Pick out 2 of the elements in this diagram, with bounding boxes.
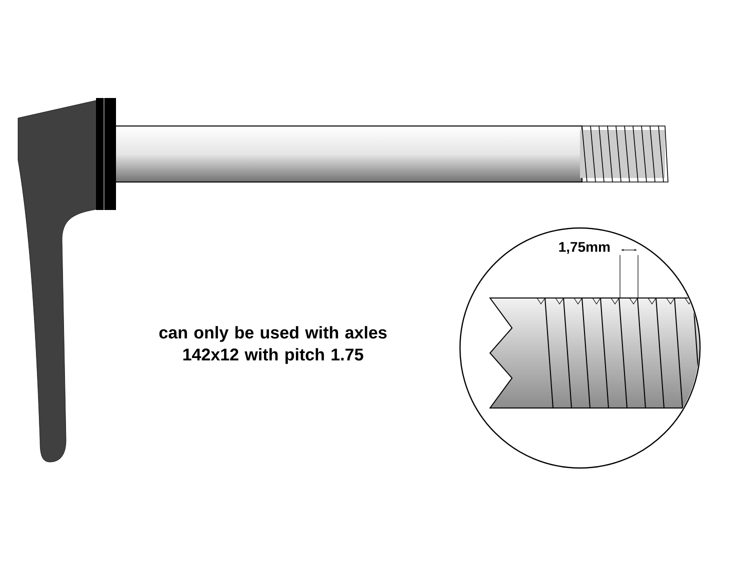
note-text: can only be used with axles 142x12 with pitch 1.75 [159,326,387,364]
dimension-label: 1,75mm [559,242,610,254]
